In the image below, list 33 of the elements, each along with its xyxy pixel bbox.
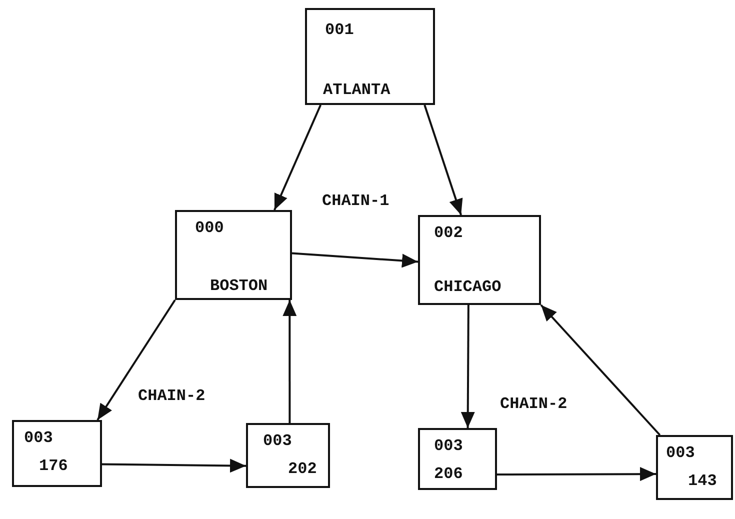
node-label: 206 — [434, 466, 463, 482]
process-box — [305, 8, 435, 105]
process-box — [246, 423, 330, 488]
node-label: 176 — [39, 458, 68, 474]
arrow — [274, 104, 322, 210]
chain-label: CHAIN-2 — [138, 388, 206, 404]
arrow — [282, 300, 297, 423]
arrow — [424, 104, 463, 216]
node-label: 202 — [288, 461, 317, 477]
node-code: 003 — [263, 433, 292, 449]
process-box — [418, 428, 497, 490]
arrow — [540, 304, 661, 436]
node-label: BOSTON — [210, 278, 268, 294]
arrow — [102, 458, 246, 473]
arrow — [292, 252, 418, 268]
node-label: CHICAGO — [434, 279, 502, 295]
chain-label: CHAIN-1 — [322, 193, 390, 209]
process-box — [656, 435, 733, 500]
arrow — [497, 467, 656, 482]
process-box — [12, 420, 102, 487]
node-label: 143 — [688, 473, 717, 489]
node-code: 003 — [434, 438, 463, 454]
node-code: 003 — [666, 445, 695, 461]
node-code: 000 — [195, 220, 224, 236]
arrow — [460, 305, 475, 428]
node-code: 002 — [434, 225, 463, 241]
process-box — [418, 215, 541, 305]
node-code: 003 — [24, 430, 53, 446]
process-box — [175, 210, 292, 300]
node-code: 001 — [325, 22, 354, 38]
node-label: ATLANTA — [323, 82, 390, 98]
arrow — [96, 299, 176, 421]
chain-label: CHAIN-2 — [500, 396, 568, 412]
